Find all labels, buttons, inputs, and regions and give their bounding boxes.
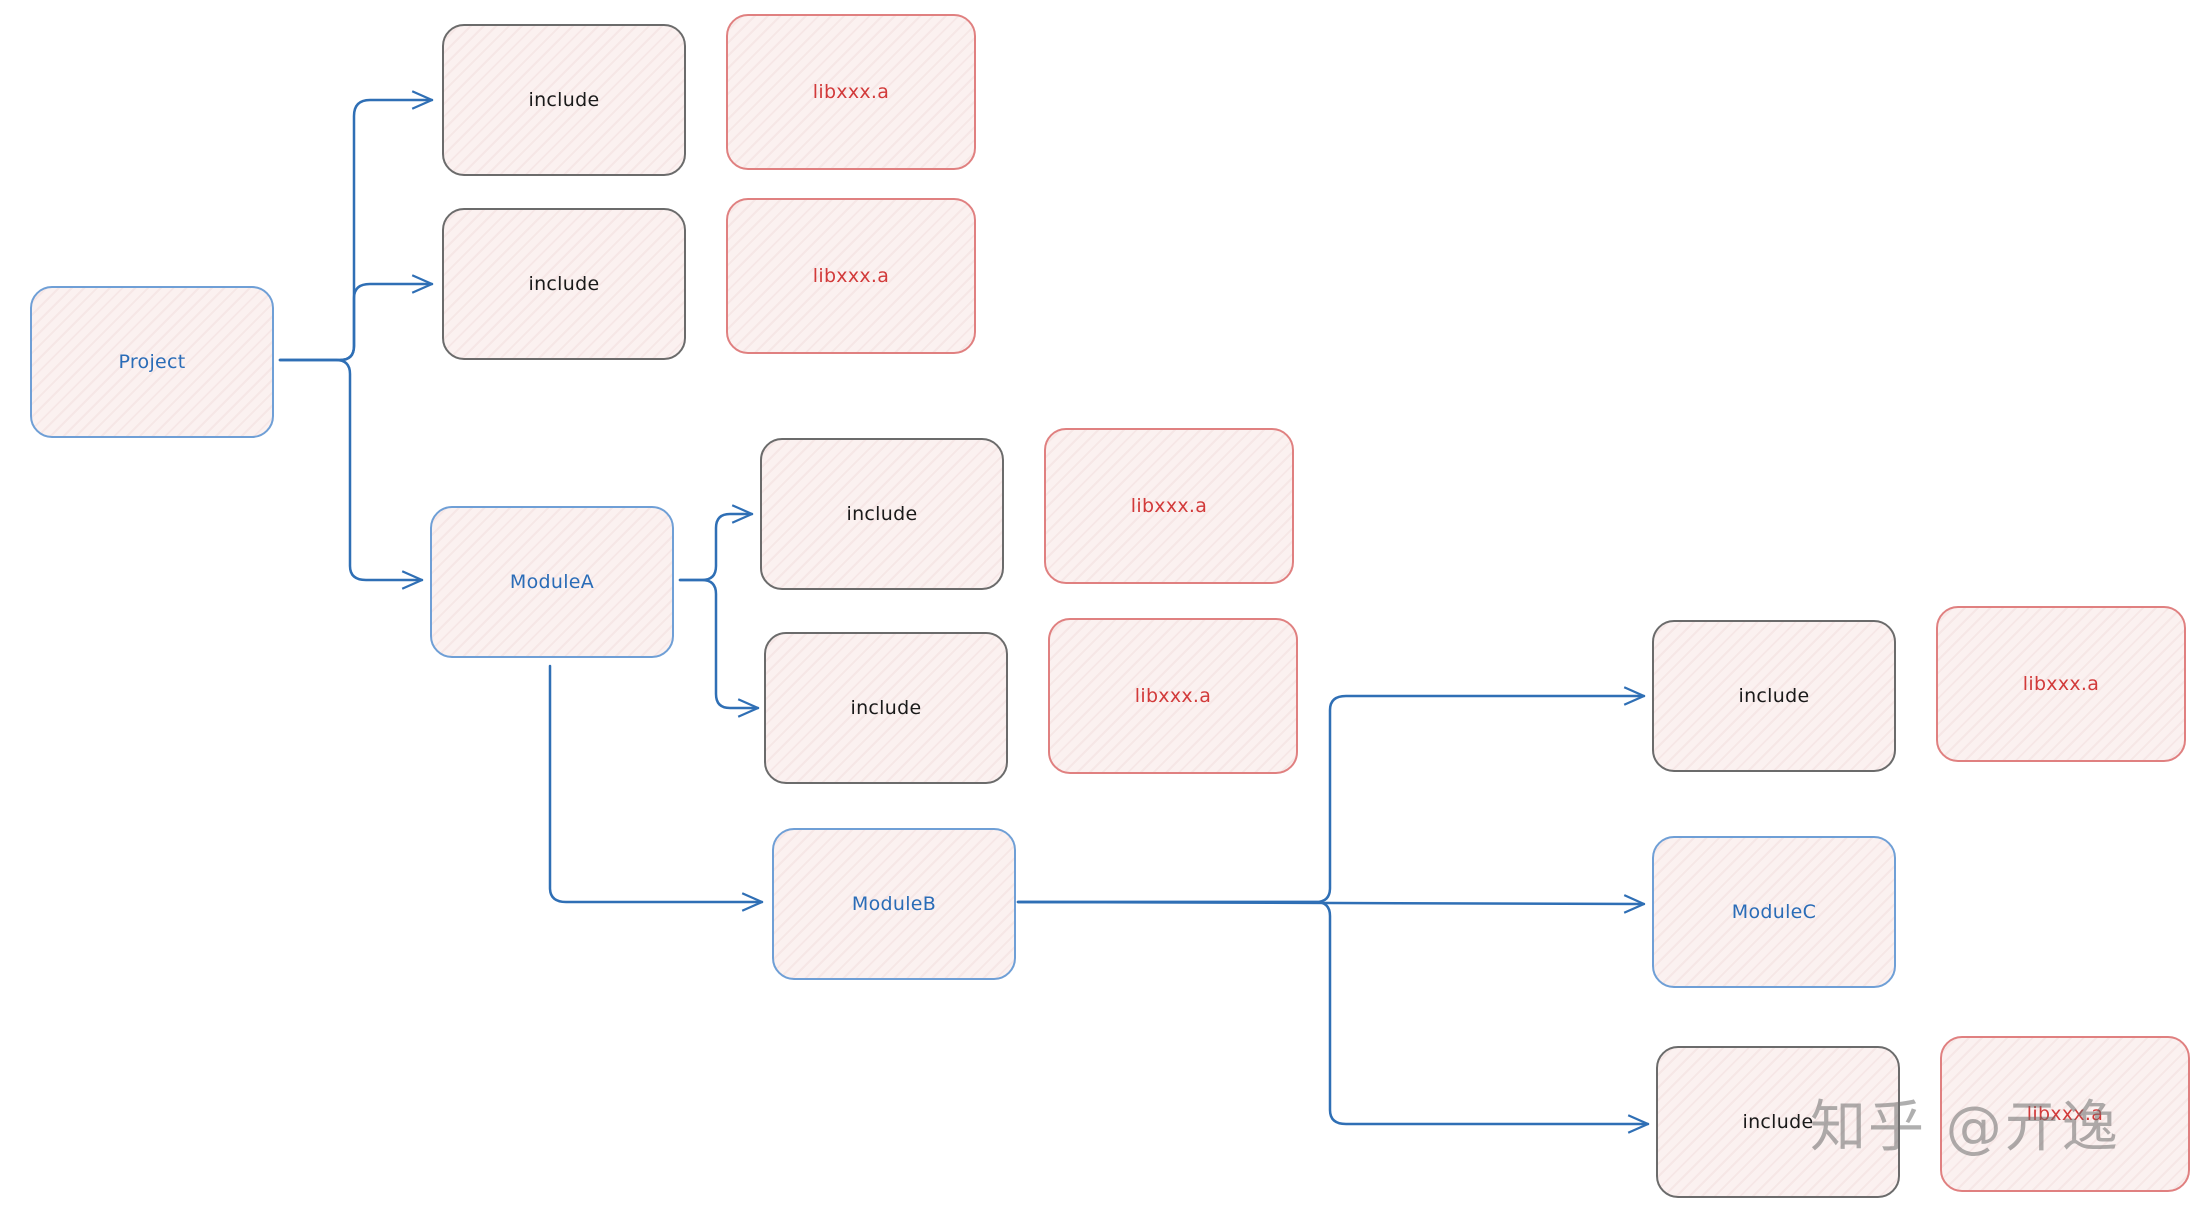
include-node-3[interactable]: include xyxy=(760,438,1004,590)
include-node-6[interactable]: include xyxy=(1656,1046,1900,1198)
module-a-label: ModuleA xyxy=(509,571,595,593)
lib-label-6: libxxx.a xyxy=(2026,1103,2104,1125)
include-label-3: include xyxy=(846,503,918,525)
include-label-1: include xyxy=(528,89,600,111)
edge-project-include-1 xyxy=(278,100,434,362)
include-label-2: include xyxy=(528,273,600,295)
lib-node-3[interactable]: libxxx.a xyxy=(1044,428,1294,584)
edge-module-b-include-6 xyxy=(1016,900,1650,1124)
include-node-1[interactable]: include xyxy=(442,24,686,176)
include-label-4: include xyxy=(850,697,922,719)
lib-node-6[interactable]: libxxx.a xyxy=(1940,1036,2190,1192)
lib-label-5: libxxx.a xyxy=(2022,673,2100,695)
edge-project-module-a xyxy=(278,358,424,580)
module-b-node[interactable]: ModuleB xyxy=(772,828,1016,980)
lib-node-4[interactable]: libxxx.a xyxy=(1048,618,1298,774)
edge-module-a-module-b xyxy=(548,664,764,902)
lib-node-2[interactable]: libxxx.a xyxy=(726,198,976,354)
edge-module-a-include-3 xyxy=(678,514,754,582)
module-b-label: ModuleB xyxy=(851,893,937,915)
project-node[interactable]: Project xyxy=(30,286,274,438)
lib-label-2: libxxx.a xyxy=(812,265,890,287)
edge-module-a-include-4 xyxy=(678,578,760,708)
include-node-2[interactable]: include xyxy=(442,208,686,360)
edge-project-include-2 xyxy=(278,284,434,362)
include-label-5: include xyxy=(1738,685,1810,707)
include-node-5[interactable]: include xyxy=(1652,620,1896,772)
module-a-node[interactable]: ModuleA xyxy=(430,506,674,658)
project-label: Project xyxy=(118,351,186,373)
include-label-6: include xyxy=(1742,1111,1814,1133)
watermark: 知乎 @亓逸 xyxy=(1810,1095,2120,1160)
module-c-label: ModuleC xyxy=(1731,901,1817,923)
lib-label-1: libxxx.a xyxy=(812,81,890,103)
lib-node-1[interactable]: libxxx.a xyxy=(726,14,976,170)
lib-node-5[interactable]: libxxx.a xyxy=(1936,606,2186,762)
edge-module-b-include-5 xyxy=(1016,696,1646,904)
module-c-node[interactable]: ModuleC xyxy=(1652,836,1896,988)
lib-label-3: libxxx.a xyxy=(1130,495,1208,517)
lib-label-4: libxxx.a xyxy=(1134,685,1212,707)
include-node-4[interactable]: include xyxy=(764,632,1008,784)
